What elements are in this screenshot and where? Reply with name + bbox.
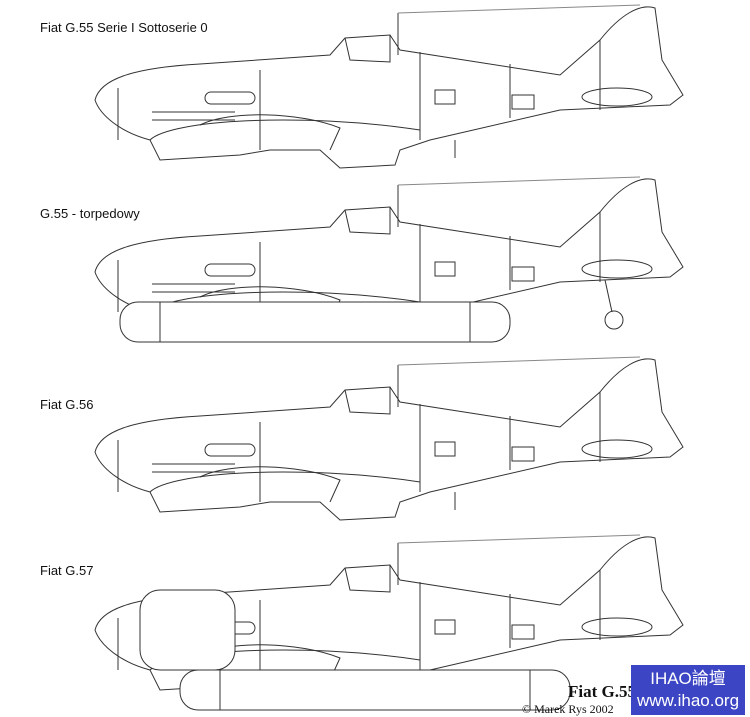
watermark-line2: www.ihao.org [636, 691, 740, 710]
aircraft-g55-torpedo [94, 176, 684, 343]
radial-engine-cowling [139, 589, 236, 671]
credit: © Marek Rys 2002 [522, 702, 614, 716]
aircraft-g57 [94, 534, 684, 711]
variant-label: G.55 - torpedowy [40, 206, 140, 221]
variant-label: Fiat G.57 [40, 563, 94, 578]
variant-label: Fiat G.55 Serie I Sottoserie 0 [40, 20, 208, 35]
variant-label: Fiat G.56 [40, 397, 94, 412]
watermark[interactable]: IHAO論壇 www.ihao.org [631, 665, 745, 715]
watermark-line1: IHAO論壇 [650, 669, 726, 688]
sheet-title: Fiat G.55 [568, 682, 636, 701]
aircraft-g56 [94, 356, 684, 521]
landing-wheel [604, 310, 624, 330]
